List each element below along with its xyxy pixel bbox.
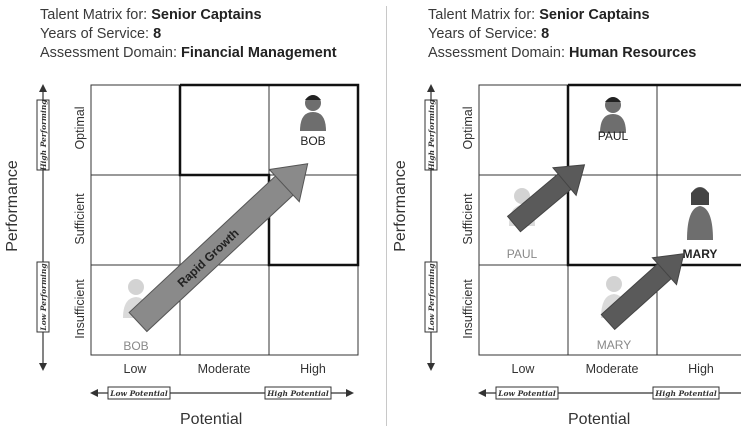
high-potential-highlight: [178, 83, 360, 267]
potential-level-low: Low: [511, 362, 535, 376]
person-icon-mary-current: [687, 187, 713, 240]
paul-growth-arrow: [506, 164, 586, 233]
person-icon-paul-current: [600, 97, 626, 133]
low-performing-tag: Low Performing: [39, 263, 48, 331]
potential-level-moderate: Moderate: [585, 362, 639, 376]
high-potential-highlight: [566, 83, 741, 267]
person-name-mary-current: MARY: [683, 247, 718, 261]
potential-level-high: High: [300, 362, 326, 376]
x-axis-label: Potential: [180, 411, 243, 428]
matrix-title: Talent Matrix for: Senior Captains: [40, 7, 262, 23]
potential-scale: Low Potential High Potential: [90, 386, 354, 400]
arrow-label: Rapid Growth: [175, 226, 242, 290]
matrix-grid: High Performing Low Performing Low Poten…: [424, 83, 741, 400]
performance-scale: High Performing Low Performing: [36, 84, 50, 371]
low-potential-tag: Low Potential: [497, 389, 556, 398]
mary-growth-arrow: [600, 253, 685, 331]
x-axis-label: Potential: [568, 411, 631, 428]
assessment-domain: Assessment Domain: Human Resources: [428, 45, 697, 61]
talent-matrix-panel-hr: Talent Matrix for: Senior Captains Years…: [388, 0, 741, 432]
person-name-bob-current: BOB: [300, 134, 325, 148]
potential-level-high: High: [688, 362, 714, 376]
panel-divider: [386, 6, 387, 426]
potential-scale: Low Potential High Potential: [478, 386, 741, 400]
performance-scale: High Performing Low Performing: [424, 84, 438, 371]
years-of-service: Years of Service: 8: [428, 26, 550, 42]
person-icon-bob-current: [300, 95, 326, 131]
matrix-grid: High Performing Low Performing Low Poten…: [36, 83, 360, 400]
low-potential-tag: Low Potential: [109, 389, 168, 398]
high-performing-tag: High Performing: [39, 99, 48, 171]
high-performing-tag: High Performing: [427, 99, 436, 171]
low-performing-tag: Low Performing: [427, 263, 436, 331]
potential-level-moderate: Moderate: [197, 362, 251, 376]
person-name-paul-previous: PAUL: [507, 247, 538, 261]
high-potential-tag: High Potential: [266, 389, 329, 398]
matrix-title: Talent Matrix for: Senior Captains: [428, 7, 650, 23]
person-name-paul-current: PAUL: [598, 129, 629, 143]
person-name-mary-previous: MARY: [597, 338, 631, 352]
talent-matrix-panel-financial: Talent Matrix for: Senior Captains Years…: [0, 0, 370, 432]
years-of-service: Years of Service: 8: [40, 26, 162, 42]
potential-level-low: Low: [123, 362, 147, 376]
assessment-domain: Assessment Domain: Financial Management: [40, 45, 337, 61]
person-name-bob-previous: BOB: [123, 339, 148, 353]
high-potential-tag: High Potential: [654, 389, 717, 398]
